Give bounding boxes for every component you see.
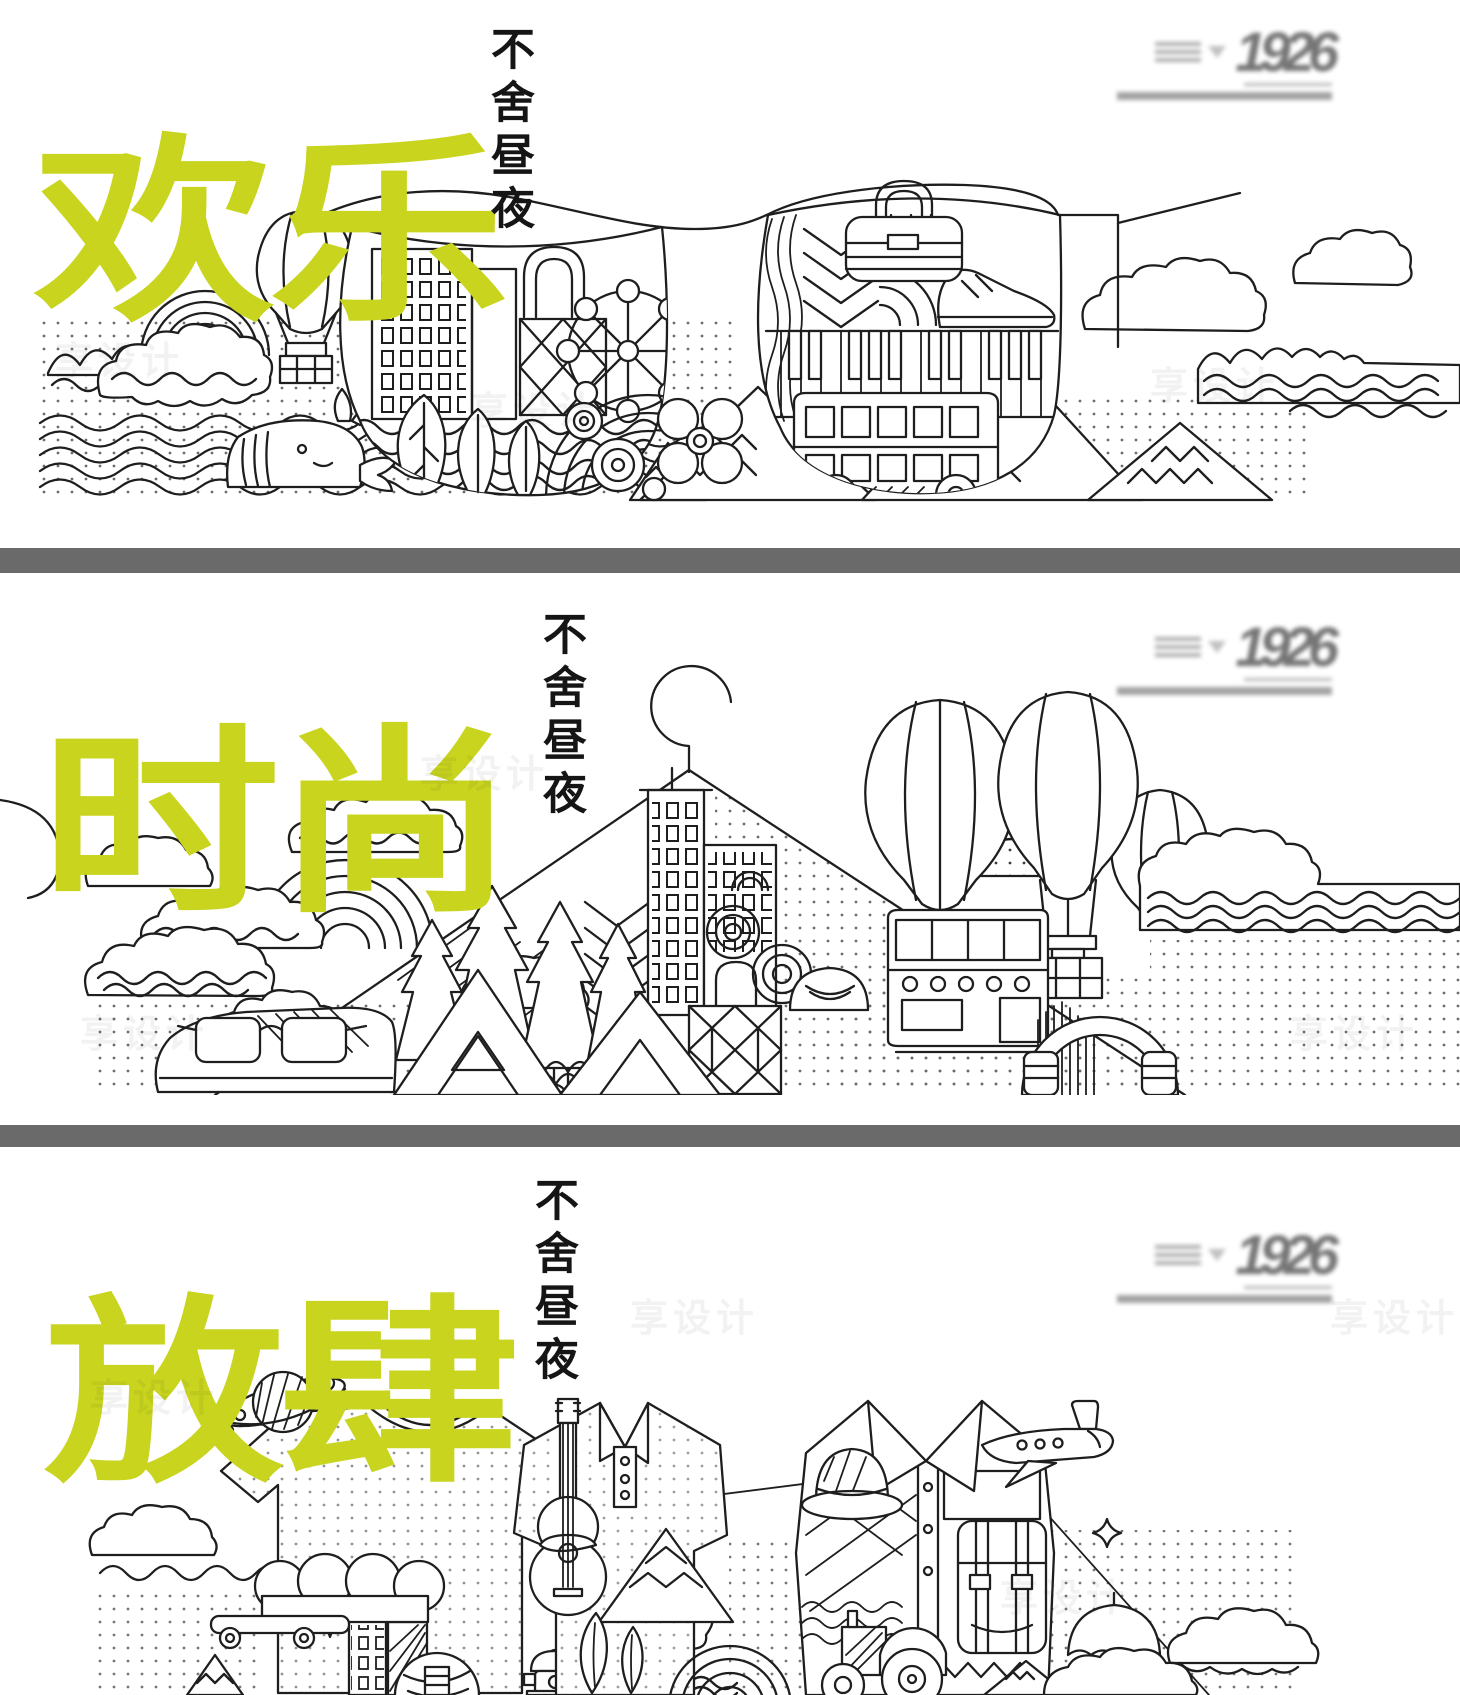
tents [392,968,722,1095]
logo-triangle-icon [1208,1249,1227,1261]
whale [225,387,398,493]
watermark-text: 享设计 [90,1378,220,1420]
logo-lines-decoration [1155,42,1202,62]
flower-circles [564,397,744,502]
logo-year: 1926 [1235,615,1339,678]
sneaker [936,268,1056,329]
left-edge-curl [0,798,62,900]
banner-subtitle-vertical: 不舍昼夜 [484,26,533,238]
leaves [396,393,541,496]
pine-tree [185,1653,245,1695]
clouds-right [1042,1607,1320,1695]
skateboard [209,1594,430,1650]
tree-circle [393,1651,481,1695]
logo-lines-decoration [1155,637,1202,657]
logo-subline [1244,678,1332,681]
spiral-circles [705,870,813,1005]
watermark-text: 享设计 [630,1298,760,1340]
banner-title: 放肆 [44,1283,519,1506]
logo-1926: 1926 [1117,20,1339,100]
scene-joy-illustration [38,179,1460,502]
separator-bar [0,548,1460,573]
ferris-wheel [555,278,667,424]
backpack [956,1519,1048,1655]
sunglasses-frame-top [320,183,1060,231]
logo-subline [1244,83,1332,86]
banner-unrestrained: 放肆 不舍昼夜 1926 享设计 享设计 享设计 享设计 [0,1147,1460,1695]
banner-joy: 欢乐 不舍昼夜 1926 享设计 享设计 享设计 [0,0,1460,548]
logo-year: 1926 [1235,20,1339,83]
double-decker-bus [792,391,1000,494]
scene-unrestrained-illustration [88,1370,1320,1695]
airplane [980,1399,1115,1489]
piano-keys [764,329,1060,419]
logo-triangle-icon [1208,46,1227,58]
tractor [820,1609,948,1695]
hot-air-balloon [255,209,355,385]
logo-1926: 1926 [1117,1223,1339,1303]
house-roof [597,1527,735,1624]
logo-tagline-bar [1117,1295,1332,1303]
watermark-text: 享设计 [1290,1014,1420,1056]
sneaker-with-sunglasses [154,1006,397,1094]
banner-title: 时尚 [40,713,515,936]
logo-1926: 1926 [1117,615,1339,695]
logo-lines-decoration [1155,1245,1202,1265]
logo-year: 1926 [1235,1223,1339,1286]
watermark-text: 享设计 [55,341,185,383]
scallop-clouds [46,322,274,408]
separator-bar [0,1125,1460,1147]
smiling-hill [788,966,870,1012]
watermark-text: 享设计 [420,754,550,796]
banner-subtitle-vertical: 不舍昼夜 [528,1177,577,1389]
watermark-text: 享设计 [1150,366,1280,408]
headphones [1020,1001,1180,1095]
bowler-hat [800,1447,904,1521]
rainbow [669,1644,791,1695]
tram [886,908,1050,1054]
clouds [1081,228,1460,419]
logo-triangle-icon [1208,641,1227,653]
watermark-text: 享设计 [1000,1578,1130,1620]
logo-tagline-bar [1117,92,1332,100]
watermark-text: 享设计 [80,1014,210,1056]
sunglasses-temple [1058,191,1242,349]
right-lens-scene [764,213,1060,494]
logo-subline [1244,1286,1332,1289]
guitar [528,1397,608,1617]
clothes-hanger [650,664,733,774]
watermark-text: 享设计 [470,391,600,433]
watermark-text: 享设计 [1330,1298,1460,1340]
apartment-building [638,766,778,1017]
logo-tagline-bar [1117,687,1332,695]
cloud-wave-band [1137,827,1460,934]
banner-subtitle-vertical: 不舍昼夜 [536,611,585,823]
saturn-planet [220,1370,347,1435]
handbag [844,179,964,283]
leaves [579,1611,644,1695]
banner-fashion: 时尚 不舍昼夜 1926 享设计 享设计 享设计 [0,573,1460,1125]
scene-fashion-illustration [0,664,1460,1095]
banner-title: 欢乐 [34,122,509,345]
